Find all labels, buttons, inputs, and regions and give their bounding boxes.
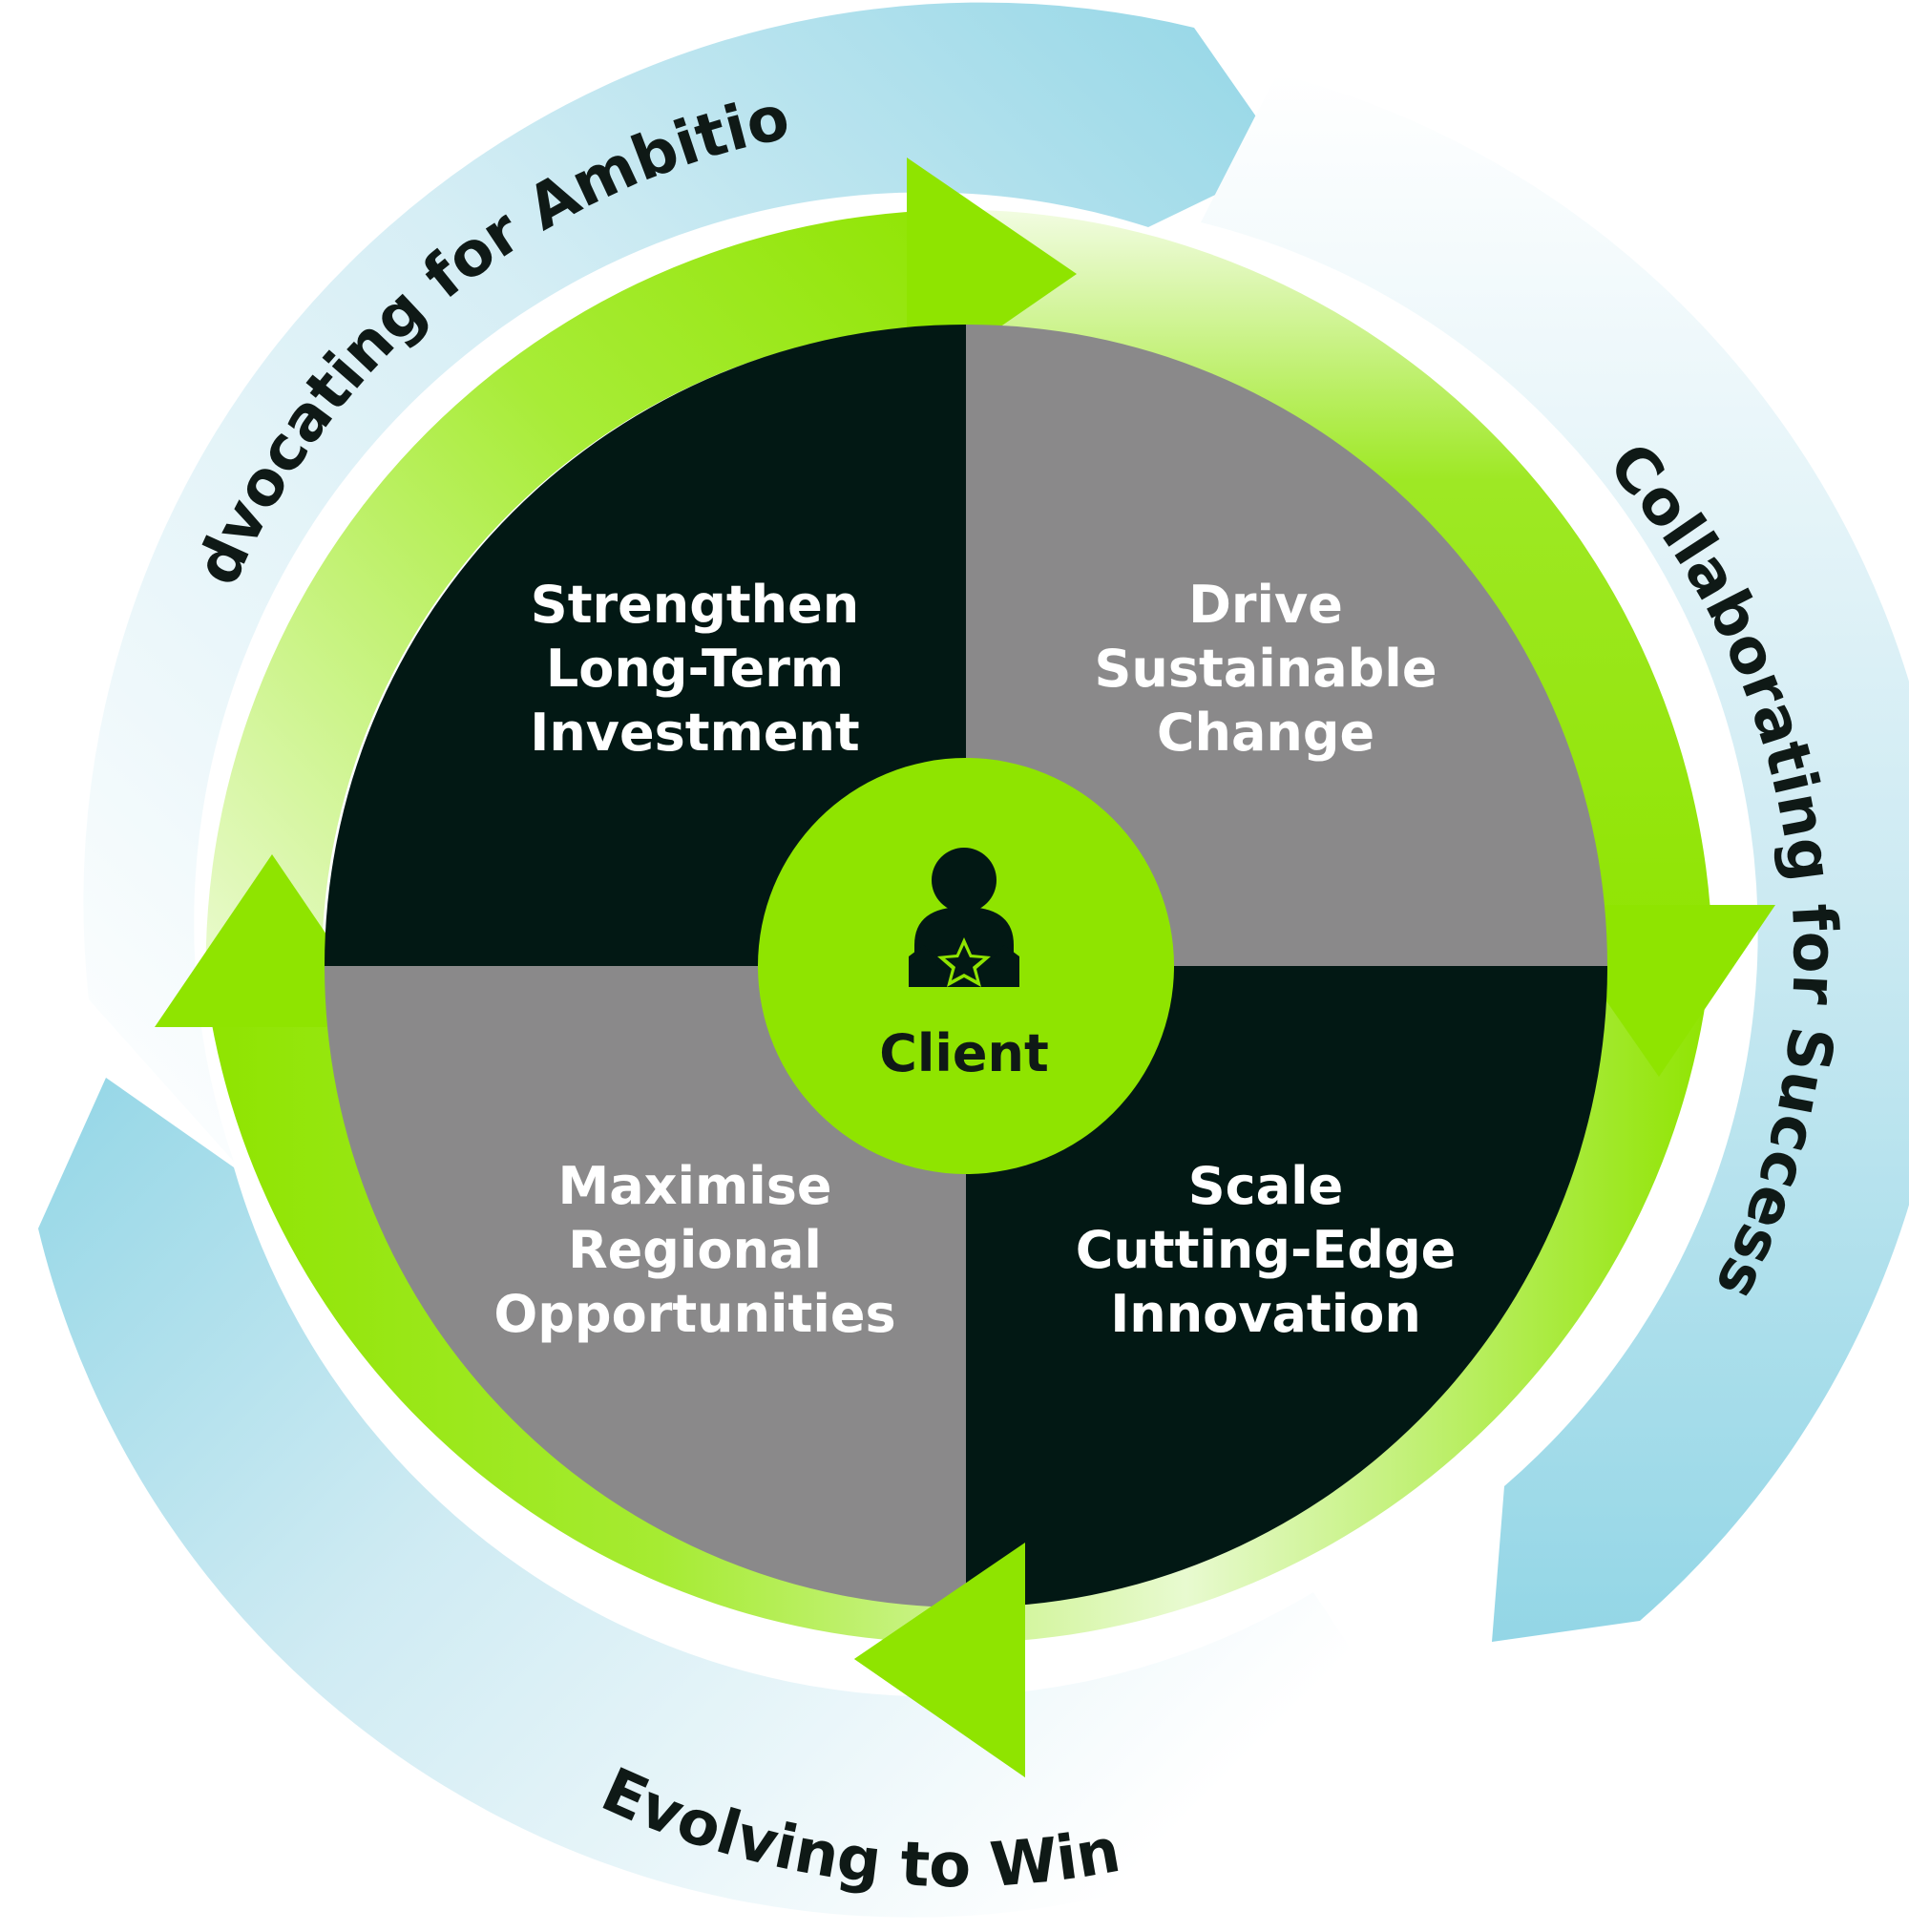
quadrant-bottom-right	[966, 966, 1607, 1607]
quadrant-label-line: Long-Term	[546, 639, 844, 699]
quadrant-label-bottom-left: Maximise Regional Opportunities	[493, 1156, 895, 1344]
quadrant-pie	[325, 325, 1607, 1777]
quadrant-label-line: Drive	[1188, 575, 1343, 635]
quadrant-bottom-left	[325, 966, 966, 1607]
quadrant-label-line: Innovation	[1110, 1284, 1421, 1344]
quadrant-label-line: Strengthen	[531, 575, 859, 635]
outer-arrow-bottom	[38, 1078, 1423, 1918]
outer-cycle-arrows	[38, 2, 1909, 1918]
arrowhead-bottom-cap	[854, 1543, 1025, 1777]
quadrant-label-top-right: Drive Sustainable Change	[1095, 575, 1437, 763]
quadrant-label-line: Change	[1157, 703, 1374, 763]
quadrant-label-line: Maximise	[557, 1156, 831, 1216]
quadrant-label-bottom-right: Scale Cutting-Edge Innovation	[1076, 1156, 1457, 1344]
quadrant-top-left	[325, 325, 966, 966]
quadrant-label-line: Sustainable	[1095, 639, 1437, 699]
client-star-icon	[909, 848, 1019, 987]
outer-arrow-right	[1201, 74, 1909, 1642]
outer-arrow-top-left	[83, 2, 1288, 1162]
quadrant-label-line: Regional	[568, 1220, 822, 1280]
client-label: Client	[879, 1023, 1049, 1083]
quadrant-label-line: Investment	[530, 703, 859, 763]
quadrant-label-line: Opportunities	[493, 1284, 895, 1344]
quadrant-label-top-left: Strengthen Long-Term Investment	[530, 575, 859, 763]
quadrant-label-line: Scale	[1188, 1156, 1343, 1216]
quadrant-label-line: Cutting-Edge	[1076, 1220, 1457, 1280]
quadrant-top-right	[966, 325, 1607, 966]
client-center: Client	[758, 758, 1174, 1174]
